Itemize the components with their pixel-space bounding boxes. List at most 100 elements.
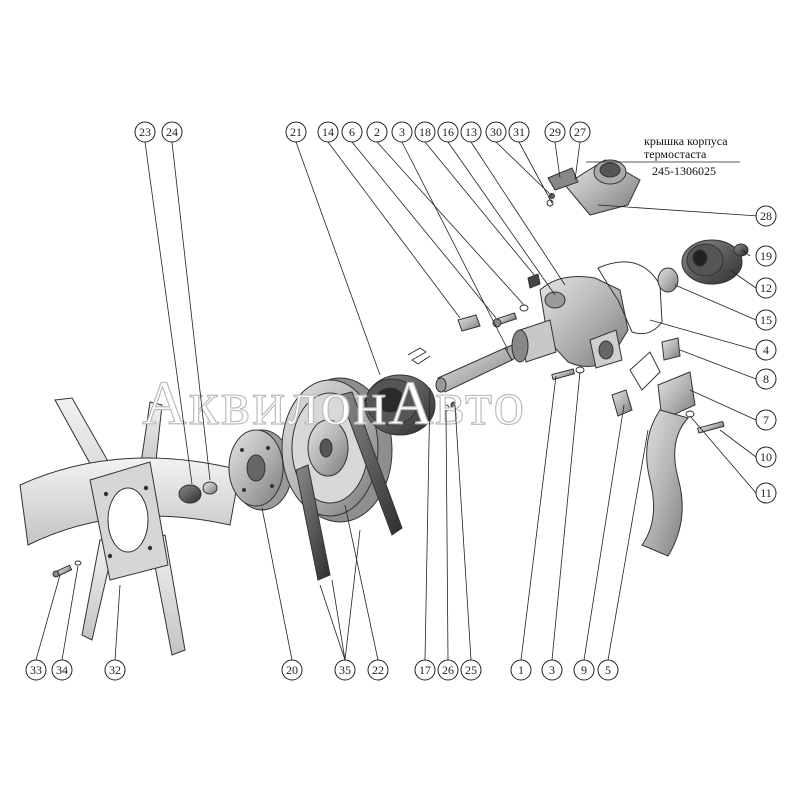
callout-29: 29 (544, 121, 566, 143)
callout-31: 31 (508, 121, 530, 143)
callout-2: 2 (366, 121, 388, 143)
svg-text:4: 4 (763, 343, 769, 357)
callout-4: 4 (755, 339, 777, 361)
svg-text:35: 35 (339, 663, 351, 677)
callout-32: 32 (104, 659, 126, 681)
impeller (681, 239, 743, 285)
drive-belt-2 (339, 391, 403, 536)
callout-14: 14 (317, 121, 339, 143)
callout-33: 33 (25, 659, 47, 681)
leader-lines (35, 141, 759, 661)
callout-10: 10 (755, 446, 777, 468)
callout-25: 25 (460, 659, 482, 681)
svg-text:30: 30 (490, 125, 502, 139)
svg-text:33: 33 (30, 663, 42, 677)
callout-21: 21 (285, 121, 307, 143)
callout-13: 13 (460, 121, 482, 143)
callout-30: 30 (485, 121, 507, 143)
svg-text:18: 18 (419, 125, 431, 139)
callout-35: 35 (334, 659, 356, 681)
washer-31 (546, 199, 554, 207)
o-ring-2 (519, 304, 529, 312)
watermark-text: АквилонАвто (142, 370, 526, 438)
bolt-6 (492, 312, 518, 328)
callout-27: 27 (569, 121, 591, 143)
callout-28: 28 (755, 205, 777, 227)
elbow-gasket (629, 351, 661, 391)
callout-34: 34 (51, 659, 73, 681)
washer-11 (685, 410, 695, 418)
svg-text:32: 32 (109, 663, 121, 677)
water-pump-body (511, 276, 629, 369)
callout-3-bottom: 3 (541, 659, 563, 681)
outlet-elbow (641, 371, 696, 557)
callout-9: 9 (573, 659, 595, 681)
callout-12: 12 (755, 277, 777, 299)
svg-text:19: 19 (760, 249, 772, 263)
svg-text:13: 13 (465, 125, 477, 139)
svg-text:27: 27 (574, 125, 586, 139)
svg-text:11: 11 (760, 486, 772, 500)
svg-text:3: 3 (549, 663, 555, 677)
svg-text:26: 26 (442, 663, 454, 677)
pump-gasket (597, 261, 663, 335)
svg-text:31: 31 (513, 125, 525, 139)
plug-23 (178, 484, 202, 504)
callout-8: 8 (755, 368, 777, 390)
svg-text:17: 17 (419, 663, 431, 677)
svg-text:25: 25 (465, 663, 477, 677)
note-line-1: крышка корпуса (644, 134, 728, 148)
fan-hub (228, 429, 293, 511)
plug-18 (527, 273, 541, 289)
svg-text:28: 28 (760, 209, 772, 223)
callout-1: 1 (510, 659, 532, 681)
fan-assembly (19, 397, 241, 656)
callout-16: 16 (437, 121, 459, 143)
svg-text:23: 23 (139, 125, 151, 139)
nut-24 (202, 481, 218, 495)
svg-text:29: 29 (549, 125, 561, 139)
plug-9 (611, 389, 633, 417)
callout-7: 7 (755, 409, 777, 431)
callout-19: 19 (755, 245, 777, 267)
callout-18: 18 (414, 121, 436, 143)
callout-23: 23 (134, 121, 156, 143)
svg-text:2: 2 (374, 125, 380, 139)
callout-3-top: 3 (391, 121, 413, 143)
svg-text:3: 3 (399, 125, 405, 139)
bolt-10 (697, 420, 725, 434)
fan-bolt (52, 564, 73, 578)
seal-15 (657, 267, 679, 293)
svg-text:8: 8 (763, 372, 769, 386)
svg-text:15: 15 (760, 313, 772, 327)
svg-text:9: 9 (581, 663, 587, 677)
svg-text:10: 10 (760, 450, 772, 464)
svg-text:34: 34 (56, 663, 68, 677)
svg-text:14: 14 (322, 125, 334, 139)
svg-text:12: 12 (760, 281, 772, 295)
svg-text:6: 6 (349, 125, 355, 139)
callout-6: 6 (341, 121, 363, 143)
sleeve (457, 314, 481, 332)
fitting-8 (661, 337, 681, 361)
callout-17: 17 (414, 659, 436, 681)
cap-19 (733, 243, 749, 257)
svg-text:21: 21 (290, 125, 302, 139)
drive-belt-1 (295, 464, 331, 581)
callout-11: 11 (755, 482, 777, 504)
fan-washer (74, 560, 82, 566)
bearing-housing (364, 374, 436, 436)
note-part-number: 245-1306025 (652, 164, 716, 178)
spring-clip (407, 347, 431, 365)
callout-15: 15 (755, 309, 777, 331)
nut-25 (450, 401, 458, 409)
svg-text:5: 5 (605, 663, 611, 677)
svg-text:7: 7 (763, 413, 769, 427)
callout-24: 24 (161, 121, 183, 143)
thermostat-cover (547, 159, 641, 216)
svg-text:22: 22 (372, 663, 384, 677)
callout-5: 5 (597, 659, 619, 681)
svg-text:1: 1 (518, 663, 524, 677)
